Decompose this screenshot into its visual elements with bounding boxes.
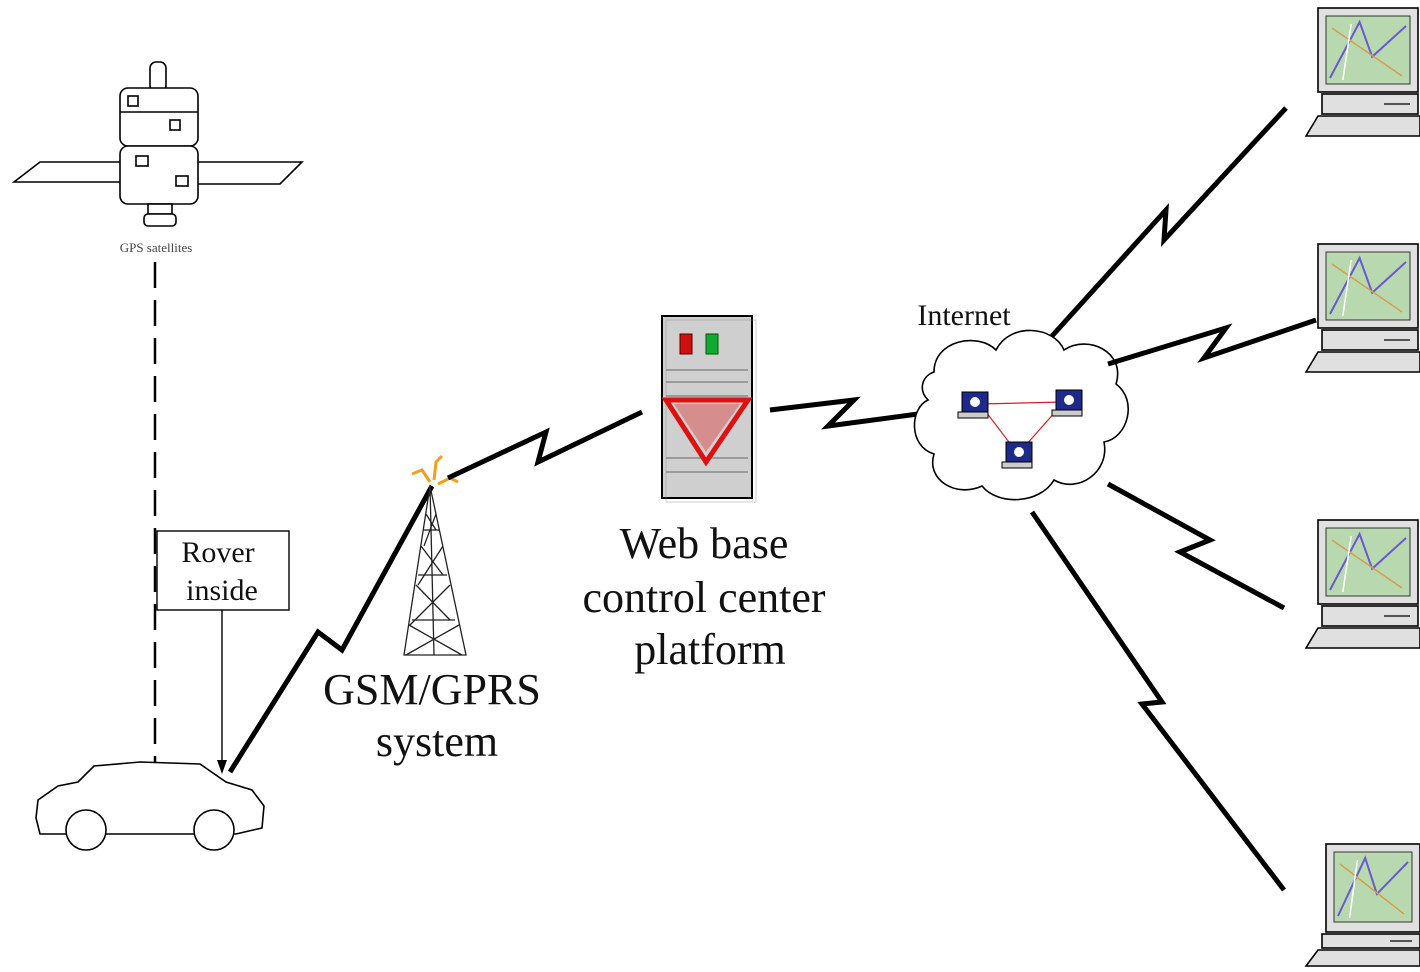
server-label-line2: control center	[582, 573, 825, 622]
rover-pointer-arrowhead	[217, 760, 227, 774]
satellite-icon	[11, 61, 304, 227]
cloud-node-icon	[1001, 441, 1033, 469]
tower-label-line2: system	[376, 717, 498, 766]
red-led	[679, 333, 693, 355]
car-icon	[35, 761, 265, 851]
lightning-link-internet-client2	[1107, 317, 1317, 367]
rover-label-line1: Rover	[181, 536, 254, 569]
lightning-link-internet-client3	[1106, 481, 1286, 611]
server-label-line3: platform	[634, 625, 786, 674]
desktop-computer-icon	[1304, 243, 1420, 373]
internet-cloud-icon	[913, 329, 1129, 501]
tower-label-line1: GSM/GPRS	[323, 665, 541, 714]
antenna-spark-icon	[411, 454, 459, 486]
desktop-computer-icon	[1304, 519, 1420, 649]
server-icon	[661, 315, 757, 503]
lightning-link-internet-client4	[1029, 510, 1286, 892]
lightning-link-car-tower	[227, 484, 435, 774]
cloud-node-icon	[957, 391, 989, 419]
rover-label-line2: inside	[186, 574, 258, 607]
lightning-link-tower-server	[446, 409, 644, 481]
internet-label: Internet	[917, 299, 1011, 332]
server-label-line1: Web base	[620, 519, 789, 568]
green-led	[705, 333, 719, 355]
cell-tower-icon	[403, 485, 467, 656]
laptop-icon	[1304, 843, 1420, 967]
cloud-node-icon	[1051, 389, 1083, 417]
lightning-link-server-internet	[769, 396, 919, 430]
lightning-link-internet-client1	[1050, 106, 1288, 338]
desktop-computer-icon	[1304, 7, 1420, 137]
satellite-label: GPS satellites	[120, 240, 193, 255]
rover-box: Rover inside	[156, 530, 290, 611]
